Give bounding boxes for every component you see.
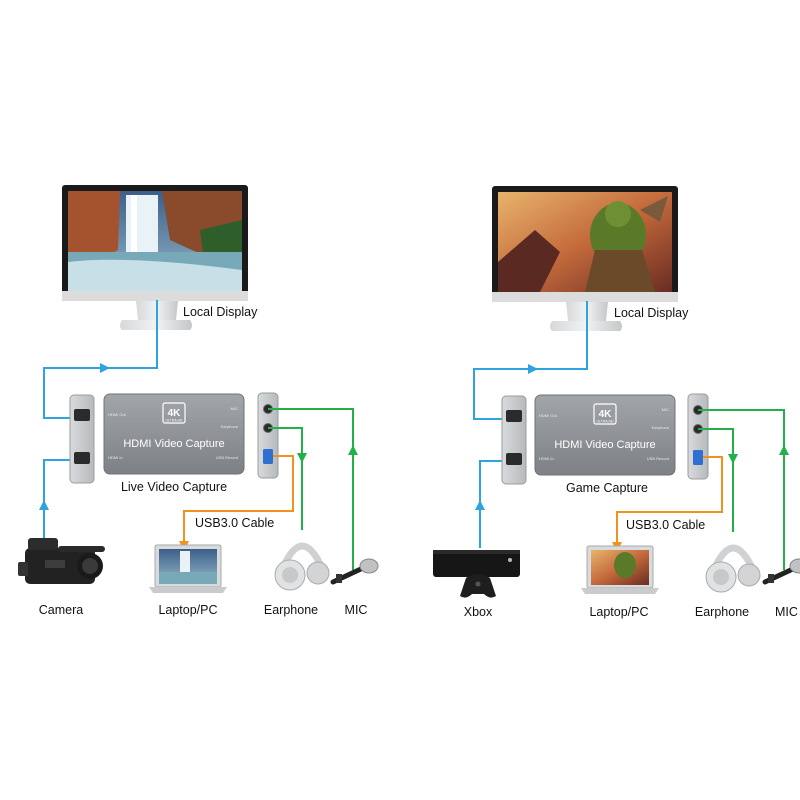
right-monitor [492,186,678,331]
left-laptop-icon [149,544,227,593]
left-caption: Live Video Capture [121,480,227,494]
right-usb-cable [616,456,723,546]
video-camera-icon [18,538,105,584]
right-device-title: HDMI Video Capture [554,439,655,451]
left-4k-badge [162,402,186,424]
left-display-label: Local Display [183,305,258,319]
right-mic-icon [762,558,800,585]
right-device-hdmi-out: HDMI Out [539,413,558,418]
left-device-usb-record: USB Record [216,455,238,460]
right-laptop-label: Laptop/PC [589,605,648,619]
right-device-usb-record: USB Record [647,456,669,461]
right-device-mic: MIC [662,407,669,412]
right-scene: Local Display 4K ULTRA HD HDMI Video Cap… [433,186,800,619]
left-mic-cable [268,408,354,570]
right-hdmi-in-port [506,453,522,465]
right-badge-sub: ULTRA HD [596,420,614,424]
right-audio-usb-panel [687,393,709,480]
left-monitor [62,185,248,330]
left-hdmi-out-port [74,409,90,421]
left-badge-main: 4K [168,408,182,419]
right-display-label: Local Display [614,306,689,320]
right-device-hdmi-in: HDMI In [539,456,554,461]
right-device-earphone: Earphone [652,425,670,430]
left-device-earphone: Earphone [221,424,239,429]
left-earphone-cable [268,427,303,530]
left-scene: Local Display 4K ULTRA HD HDMI Video Cap… [18,185,379,617]
right-laptop-icon [581,545,659,594]
left-device-hdmi-out: HDMI Out [108,412,127,417]
right-mic-label: MIC [775,605,798,619]
left-badge-sub: ULTRA HD [165,419,183,423]
left-mic-label: MIC [345,603,368,617]
left-device-title: HDMI Video Capture [123,438,224,450]
right-capture-device: 4K ULTRA HD HDMI Video Capture HDMI Out … [534,394,676,476]
left-source-label: Camera [39,603,84,617]
left-usb-cable [183,455,294,545]
left-mic-icon [330,558,379,585]
right-mic-cable [698,409,785,570]
right-earphone-label: Earphone [695,605,749,619]
left-device-mic: MIC [231,406,238,411]
right-hdmi-panel [501,395,527,485]
right-hdmi-out-cable [473,301,588,420]
right-badge-main: 4K [599,409,613,420]
right-cable-label: USB3.0 Cable [626,518,705,532]
right-hdmi-out-port [506,410,522,422]
left-laptop-label: Laptop/PC [158,603,217,617]
right-caption: Game Capture [566,481,648,495]
left-hdmi-in-port [74,452,90,464]
left-hdmi-out-cable [43,300,158,419]
right-source-label: Xbox [464,605,493,619]
left-cable-label: USB3.0 Cable [195,516,274,530]
left-hdmi-panel [69,394,95,484]
left-capture-device: 4K ULTRA HD HDMI Video Capture HDMI Out … [103,393,245,475]
right-earphone-cable [698,428,734,532]
left-device-hdmi-in: HDMI In [108,455,123,460]
right-headphone-icon [705,544,761,593]
left-headphone-icon [274,542,330,591]
right-usb-port [693,450,703,465]
left-usb-port [263,449,273,464]
xbox-console-icon [433,550,520,598]
left-earphone-label: Earphone [264,603,318,617]
left-audio-usb-panel [257,392,279,479]
right-4k-badge [593,403,617,425]
